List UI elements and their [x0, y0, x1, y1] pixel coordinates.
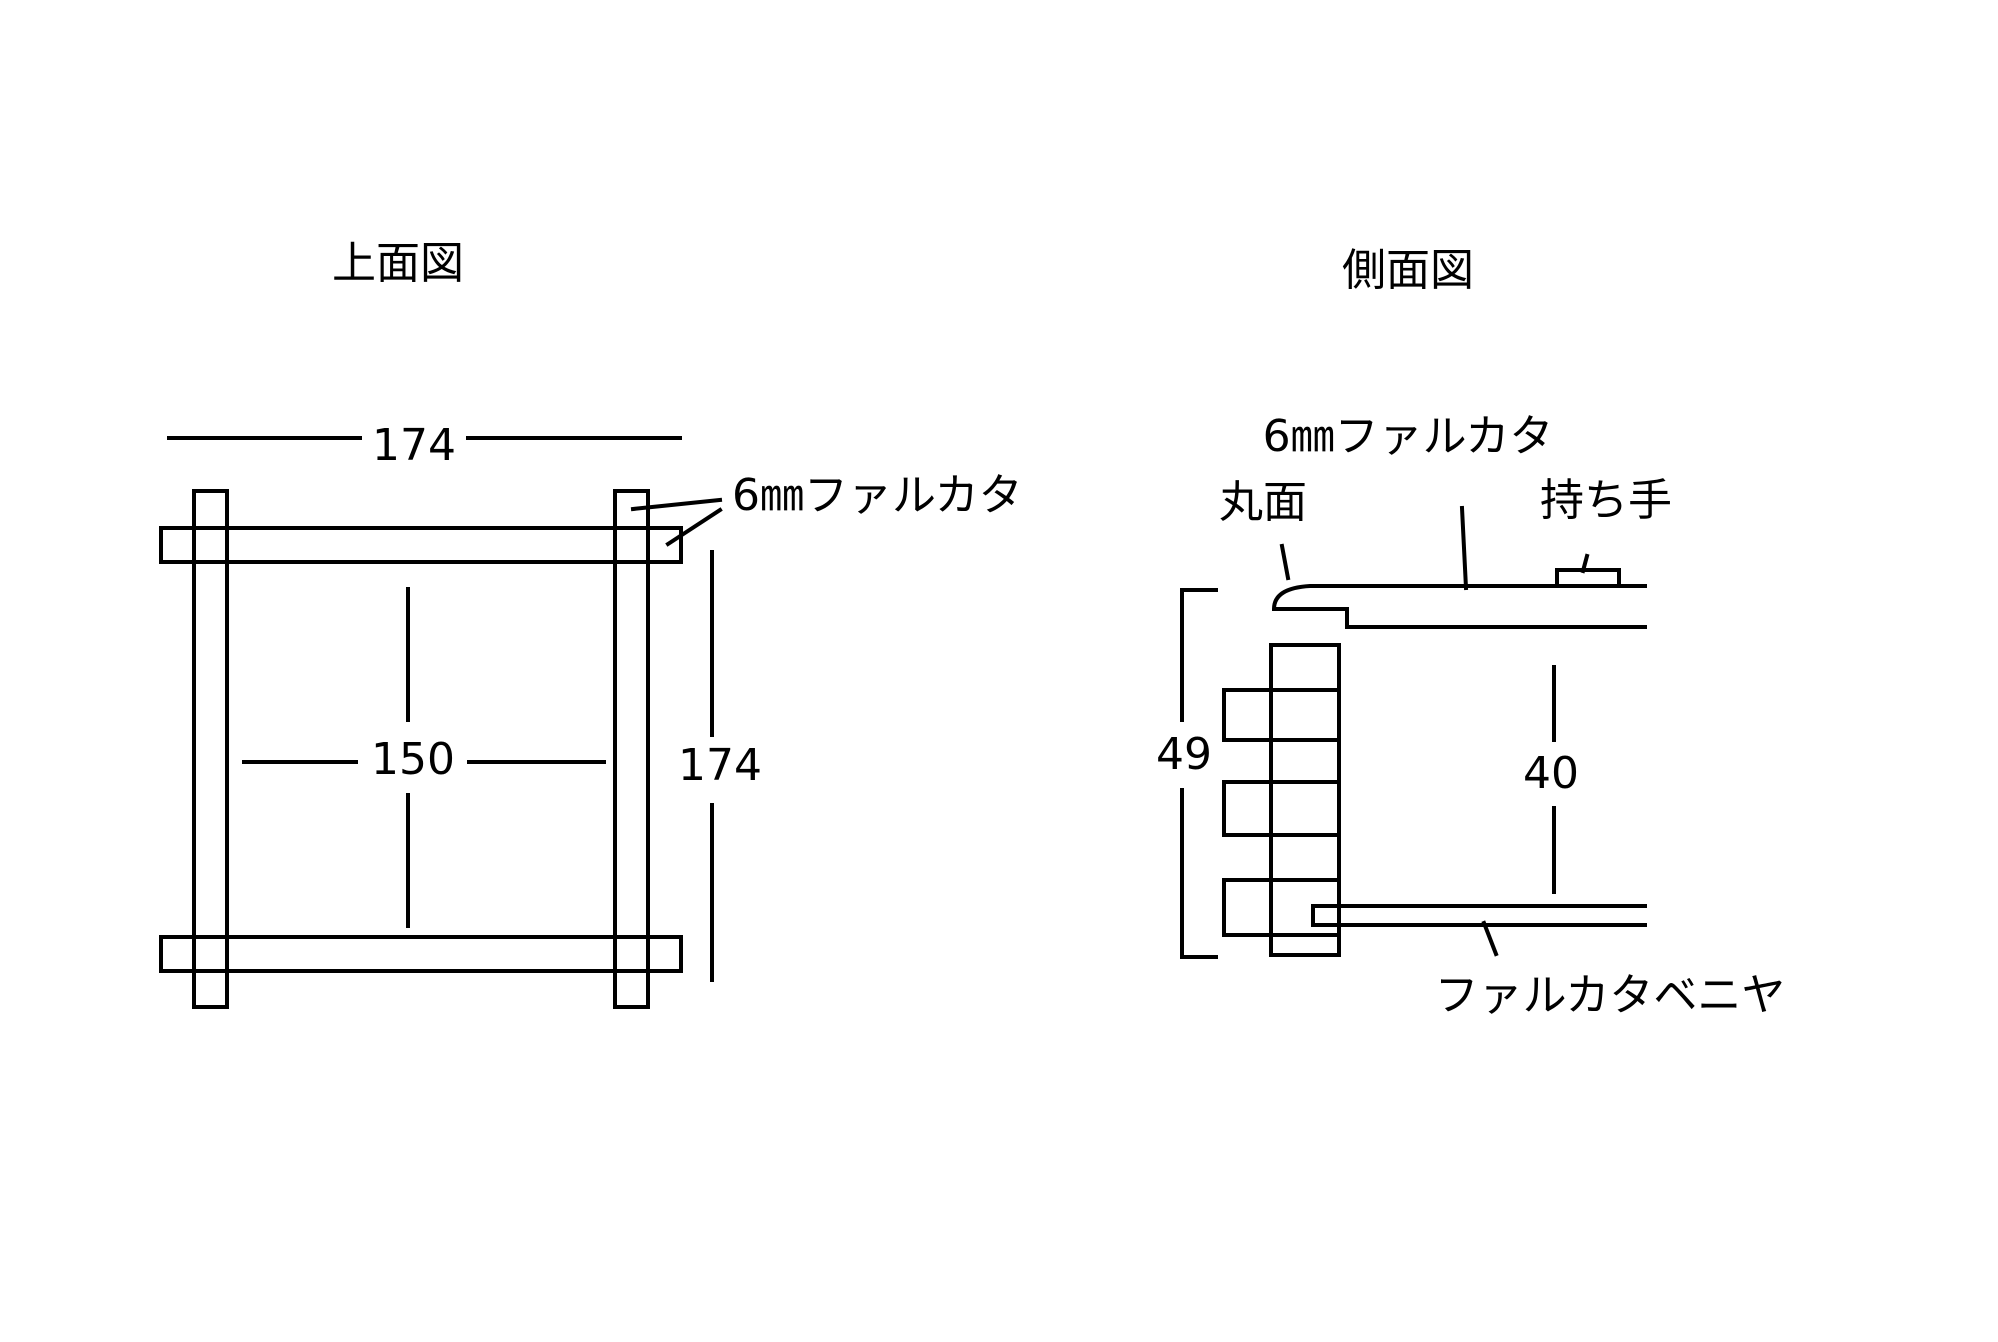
top-board-lower — [159, 935, 683, 973]
side-view: 側面図 6㎜ファルカタ 丸面 持ち手 ファルカタベニヤ 49 — [1156, 245, 1785, 1021]
side-round-label: 丸面 — [1219, 477, 1307, 528]
top-view: 上面図 174 150 174 6㎜ファルカタ — [159, 238, 1023, 1009]
side-material-leader — [1459, 505, 1469, 591]
top-view-title: 上面図 — [332, 238, 464, 289]
top-material-label: 6㎜ファルカタ — [732, 470, 1023, 521]
side-wall — [1269, 643, 1341, 957]
side-handle-leader — [1580, 553, 1590, 574]
top-post-right — [613, 489, 650, 1009]
top-material-leader-1 — [630, 497, 723, 512]
side-height-label: 49 — [1156, 729, 1212, 780]
side-round-leader — [1279, 543, 1291, 581]
top-material-leader-2 — [665, 507, 723, 547]
top-height-label: 174 — [678, 740, 762, 791]
side-finger-3 — [1222, 878, 1273, 937]
side-material-label: 6㎜ファルカタ — [1263, 411, 1554, 462]
side-view-title: 側面図 — [1342, 245, 1474, 296]
top-inner-label: 150 — [371, 734, 455, 785]
side-finger-2 — [1222, 780, 1273, 837]
side-bottom-label: ファルカタベニヤ — [1435, 970, 1786, 1021]
side-bottom-board — [1311, 904, 1647, 927]
top-width-label: 174 — [372, 420, 456, 471]
side-lid — [1271, 584, 1647, 629]
top-post-left — [192, 489, 229, 1009]
side-handle — [1555, 568, 1621, 588]
top-board-upper — [159, 526, 683, 564]
side-bottom-leader — [1481, 920, 1499, 957]
side-finger-1 — [1222, 688, 1273, 742]
side-inner-label: 40 — [1523, 748, 1579, 799]
side-handle-label: 持ち手 — [1540, 475, 1672, 526]
